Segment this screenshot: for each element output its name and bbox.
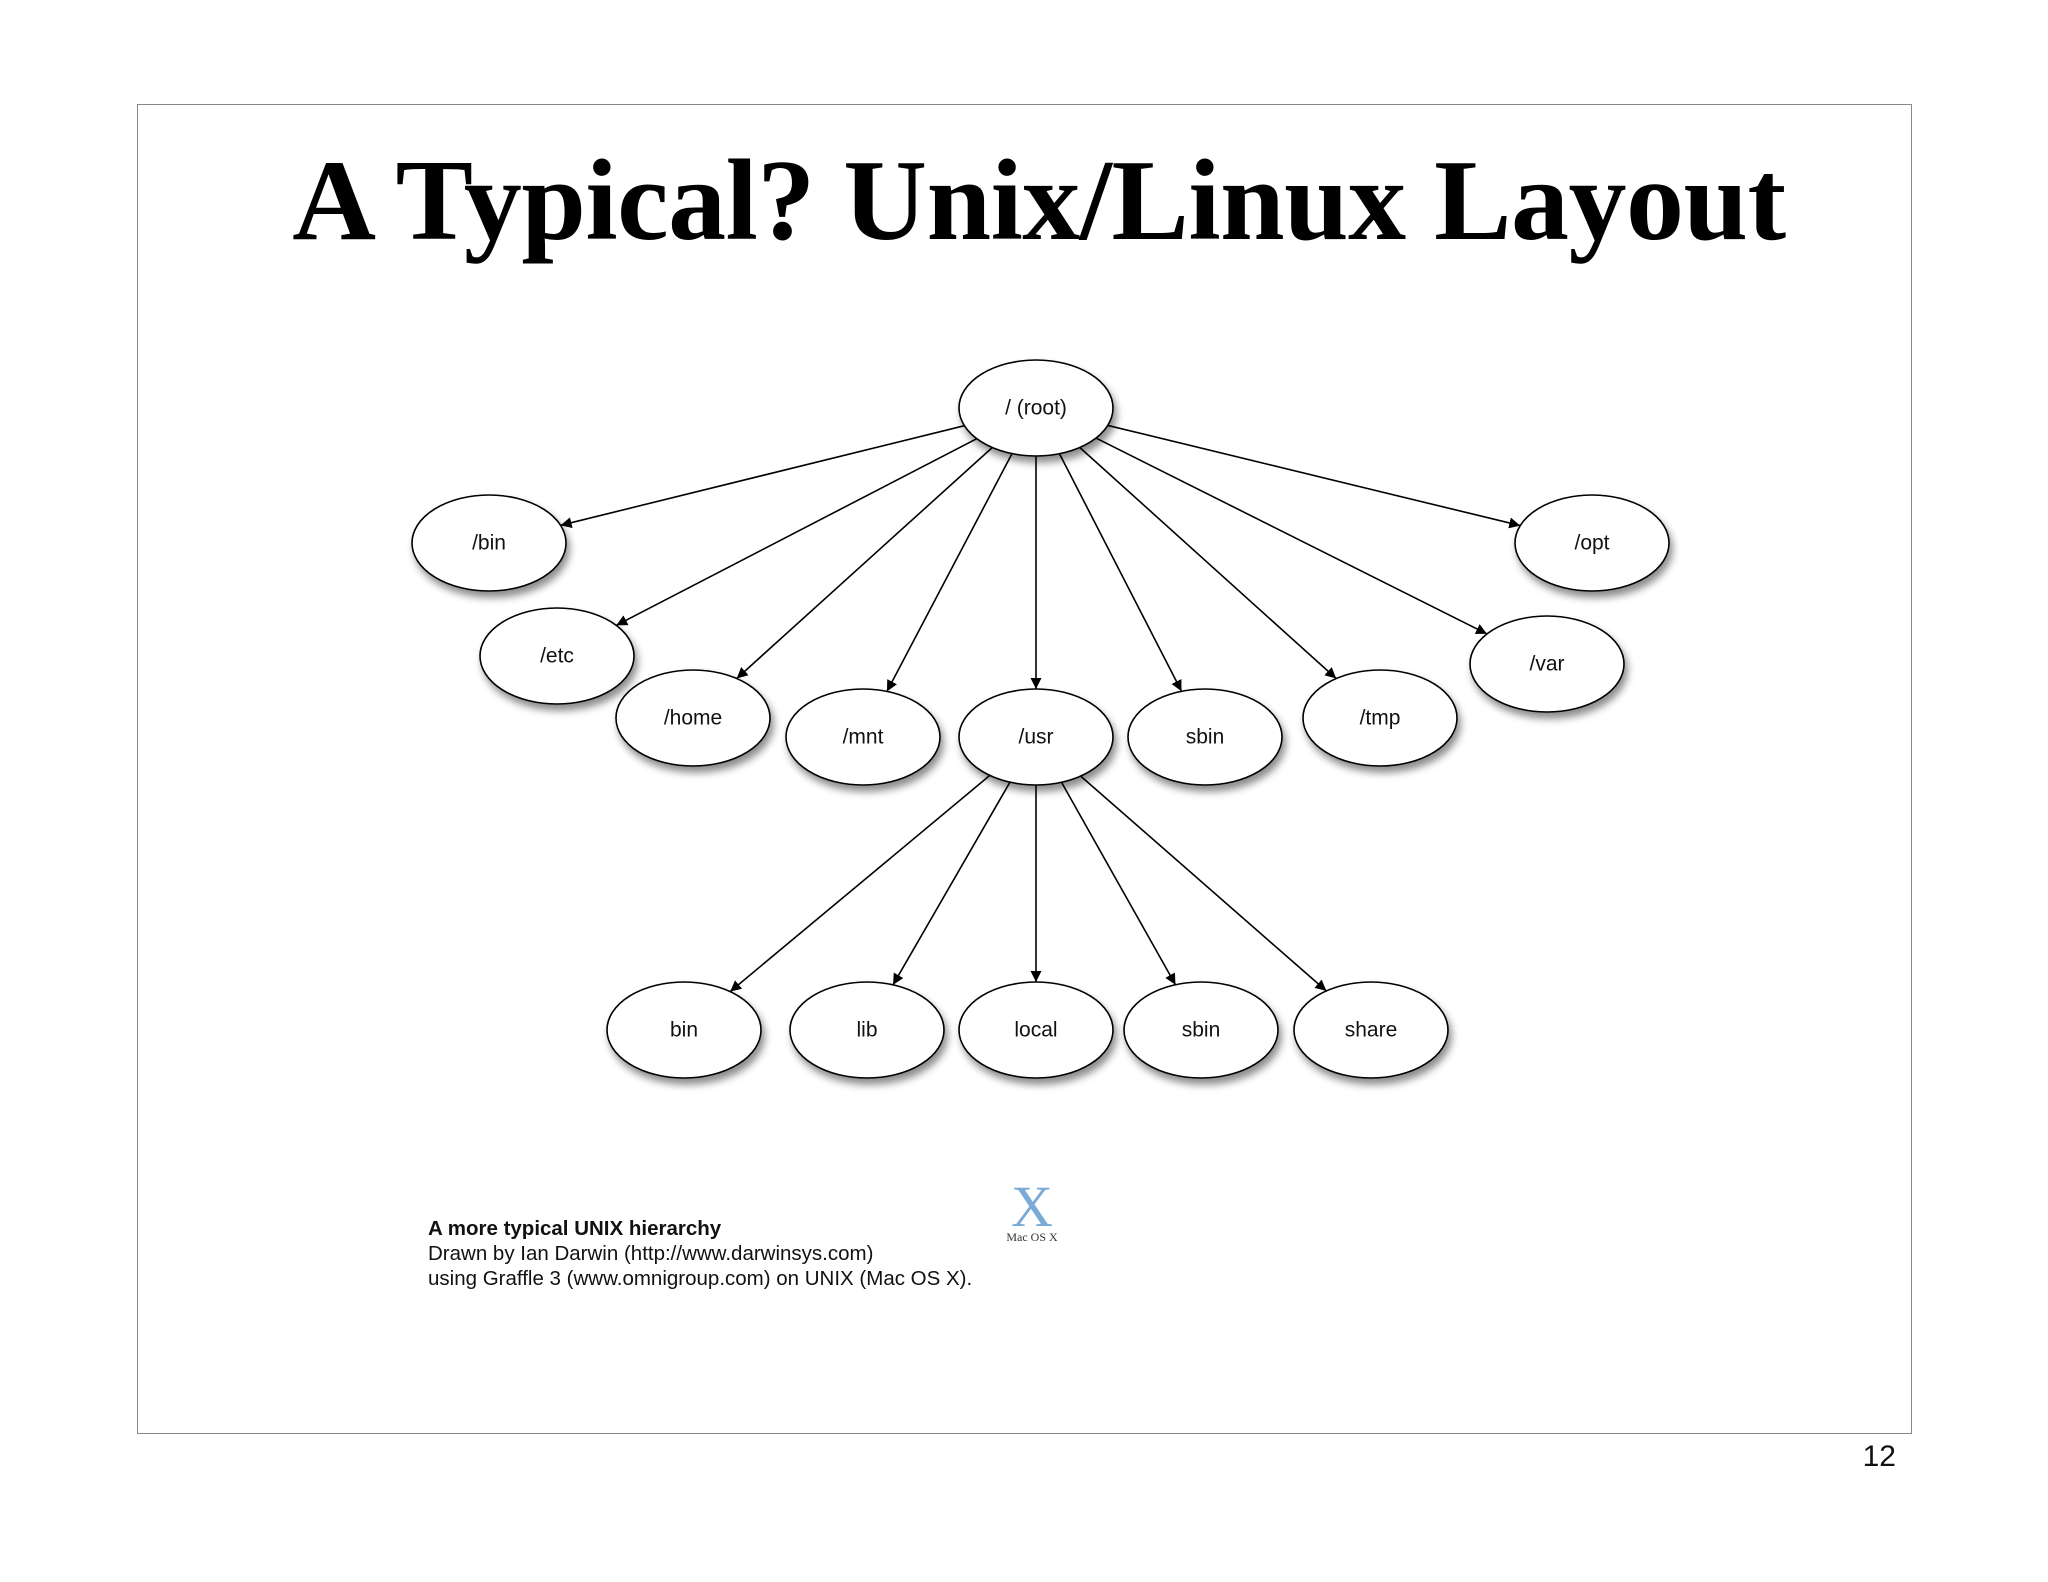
node-usr-local-ellipse <box>958 981 1114 1079</box>
node-root-ellipse <box>958 359 1114 457</box>
node-tmp: /tmp <box>1302 669 1458 767</box>
node-var: /var <box>1469 615 1625 713</box>
node-usr-lib: lib <box>789 981 945 1079</box>
node-tmp-label: /tmp <box>1360 707 1401 730</box>
node-bin: /bin <box>411 494 567 592</box>
node-home-ellipse <box>615 669 771 767</box>
node-bin-label: /bin <box>472 532 506 555</box>
node-usr-share-label: share <box>1345 1019 1398 1042</box>
node-usr-sbin: sbin <box>1123 981 1279 1079</box>
node-sbin: sbin <box>1127 688 1283 786</box>
node-sbin-ellipse <box>1127 688 1283 786</box>
mac-os-x-logo-text: Mac OS X <box>1006 1230 1058 1244</box>
node-usr: /usr <box>958 688 1114 786</box>
node-opt-ellipse <box>1514 494 1670 592</box>
node-var-label: /var <box>1529 653 1564 676</box>
edge-root-to-sbin <box>1058 453 1183 692</box>
edge-root-to-bin <box>560 424 965 529</box>
edge-root-to-etc <box>615 437 978 627</box>
node-usr-lib-ellipse <box>789 981 945 1079</box>
node-usr-local: local <box>958 981 1114 1079</box>
node-usr-ellipse <box>958 688 1114 786</box>
edge-usr-to-lib <box>892 781 1011 986</box>
node-mnt-ellipse <box>785 688 941 786</box>
node-usr-lib-label: lib <box>856 1019 877 1042</box>
mac-os-x-logo: X Mac OS X <box>1000 1174 1064 1244</box>
node-home: /home <box>615 669 771 767</box>
caption-heading: A more typical UNIX hierarchy <box>428 1217 722 1240</box>
node-home-label: /home <box>664 707 722 730</box>
edge-usr-to-bin <box>729 774 991 993</box>
slide-title: A Typical? Unix/Linux Layout <box>292 137 1786 265</box>
caption-credit-line: Drawn by Ian Darwin (http://www.darwinsy… <box>428 1242 874 1265</box>
page-number: 12 <box>1862 1440 1896 1473</box>
node-usr-share: share <box>1293 981 1449 1079</box>
node-root-label: / (root) <box>1005 397 1067 420</box>
edge-root-to-tmp <box>1079 446 1337 680</box>
edge-usr-to-share <box>1080 775 1327 992</box>
slide-frame <box>137 104 1912 1434</box>
node-usr-bin: bin <box>606 981 762 1079</box>
node-mnt: /mnt <box>785 688 941 786</box>
node-usr-bin-ellipse <box>606 981 762 1079</box>
node-root: / (root) <box>958 359 1114 457</box>
node-etc: /etc <box>479 607 635 705</box>
node-var-ellipse <box>1469 615 1625 713</box>
node-usr-bin-label: bin <box>670 1019 698 1042</box>
edge-root-to-opt <box>1107 424 1521 529</box>
caption-tool-line: using Graffle 3 (www.omnigroup.com) on U… <box>428 1267 973 1290</box>
node-usr-local-label: local <box>1014 1019 1057 1042</box>
tree-nodes: / (root) /bin/etc/home/mnt/usr sbin/tmp/va… <box>411 359 1670 1079</box>
node-opt-label: /opt <box>1574 532 1609 555</box>
diagram-caption: A more typical UNIX hierarchy Drawn by I… <box>428 1216 972 1291</box>
node-etc-ellipse <box>479 607 635 705</box>
node-tmp-ellipse <box>1302 669 1458 767</box>
node-usr-label: /usr <box>1018 726 1053 749</box>
tree-edges <box>560 424 1521 993</box>
node-usr-sbin-label: sbin <box>1182 1019 1221 1042</box>
node-mnt-label: /mnt <box>843 726 884 749</box>
edge-root-to-var <box>1095 437 1488 635</box>
node-sbin-label: sbin <box>1186 726 1225 749</box>
edge-usr-to-sbin <box>1060 781 1177 986</box>
node-usr-sbin-ellipse <box>1123 981 1279 1079</box>
node-etc-label: /etc <box>540 645 574 668</box>
edge-root-to-home <box>736 446 993 680</box>
node-opt: /opt <box>1514 494 1670 592</box>
node-usr-share-ellipse <box>1293 981 1449 1079</box>
node-bin-ellipse <box>411 494 567 592</box>
mac-os-x-x-mark: X <box>1011 1174 1053 1239</box>
edge-root-to-mnt <box>886 453 1013 692</box>
